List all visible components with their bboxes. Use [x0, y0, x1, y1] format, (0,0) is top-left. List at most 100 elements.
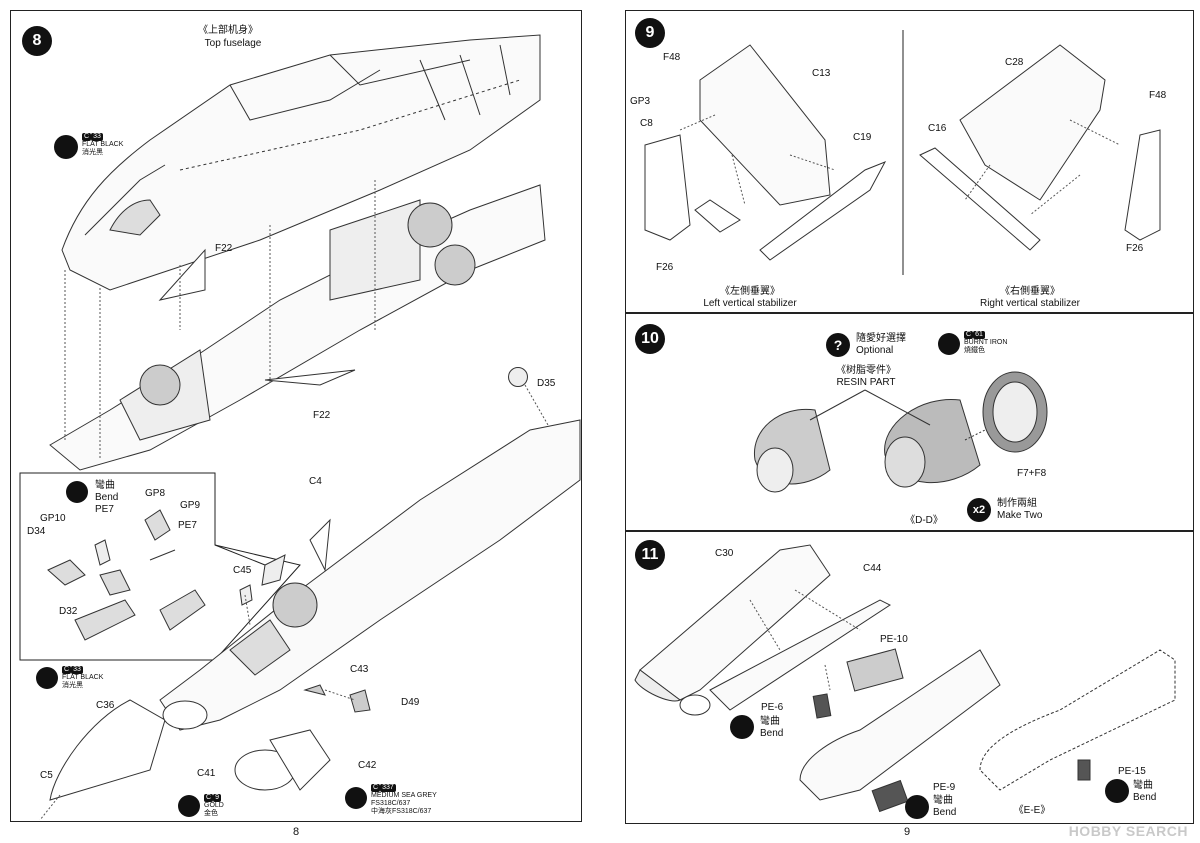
part-gp3: GP3: [630, 96, 651, 107]
step11-frame: [625, 530, 1194, 824]
steps-9-11-illustration: [634, 30, 1176, 813]
part-gp8: GP8: [145, 488, 166, 499]
part-c5: C5: [40, 770, 53, 781]
paint-num: 61: [973, 331, 985, 340]
part-f26-a: F26: [656, 262, 674, 273]
bend-label-cn: 彎曲: [933, 795, 953, 806]
bend-label-en: Bend: [933, 807, 957, 818]
part-c42: C42: [358, 760, 377, 771]
section-dd-label: 《D-D》: [905, 515, 943, 526]
top-fuselage-label-cn: 《上部机身》: [198, 25, 258, 36]
part-gp9: GP9: [180, 500, 201, 511]
part-c16: C16: [928, 123, 947, 134]
part-c8: C8: [640, 118, 653, 129]
part-gp10: GP10: [40, 513, 66, 524]
part-f26-b: F26: [1126, 243, 1144, 254]
part-d35: D35: [537, 378, 556, 389]
part-c43: C43: [350, 664, 369, 675]
part-f48-b: F48: [1149, 90, 1167, 101]
bend-label-cn: 彎曲: [95, 480, 115, 491]
step-number-11: 11: [635, 540, 665, 570]
paint-num: 337: [380, 784, 396, 793]
paint-code: C: [82, 133, 92, 142]
part-c44: C44: [863, 563, 882, 574]
right-stabilizer-label-cn: 《右側垂翼》: [1000, 286, 1060, 297]
resin-part-label-en: RESIN PART: [836, 377, 896, 388]
paint-num: 9: [213, 794, 221, 803]
paint-name: BURNT IRON: [964, 339, 1008, 347]
part-pe9: PE-9: [933, 782, 956, 793]
part-c36: C36: [96, 700, 115, 711]
paint-num: 33: [71, 666, 83, 675]
paint-brush-icon: [938, 333, 960, 355]
part-c4: C4: [309, 476, 322, 487]
paint-fs-code: FS318C/637: [371, 800, 411, 808]
paint-brush-icon: [345, 787, 367, 809]
optional-label-cn: 隨愛好選擇: [856, 333, 906, 344]
page-number-right: 9: [904, 826, 911, 838]
optional-label-en: Optional: [856, 345, 894, 356]
paint-code: C: [62, 666, 72, 675]
part-f22-b: F22: [313, 410, 331, 421]
paint-name: GOLD: [204, 802, 224, 810]
step-number-9: 9: [635, 18, 665, 48]
step8-frame: [10, 10, 582, 822]
paint-brush-icon: [54, 135, 78, 159]
paint-name-cn: 消光黑: [82, 149, 103, 157]
right-page: 9 F48 GP3 C8 C13 C19 F26 C28 F48 C16 F26…: [600, 0, 1200, 843]
part-c19: C19: [853, 132, 872, 143]
right-stabilizer-label-en: Right vertical stabilizer: [979, 298, 1081, 309]
make-two-icon: x2: [967, 498, 991, 522]
bend-label-cn: 彎曲: [760, 716, 780, 727]
part-d49: D49: [401, 697, 420, 708]
paint-name: FLAT BLACK: [82, 141, 124, 149]
paint-name: MEDIUM SEA GREY: [371, 792, 437, 800]
bend-icon: [730, 715, 754, 739]
question-mark-icon: ?: [826, 333, 850, 357]
watermark: HOBBY SEARCH: [1068, 823, 1188, 839]
left-stabilizer-label-en: Left vertical stabilizer: [703, 298, 797, 309]
part-pe7-b: PE7: [178, 520, 197, 531]
paint-num: 33: [91, 133, 103, 142]
step9-frame: [625, 10, 1194, 314]
paint-code: C: [371, 784, 381, 793]
section-ee-label: 《E-E》: [1013, 805, 1051, 816]
paint-name-cn: 金色: [204, 810, 218, 818]
step-number-8: 8: [22, 26, 52, 56]
paint-name-cn: 消光黑: [62, 682, 83, 690]
resin-part-label-cn: 《树脂零件》: [836, 365, 896, 376]
bend-icon: [1105, 779, 1129, 803]
step-number-10: 10: [635, 324, 665, 354]
make-two-label-en: Make Two: [997, 510, 1043, 521]
bend-icon: [66, 481, 88, 503]
part-pe6: PE-6: [761, 702, 784, 713]
paint-brush-icon: [36, 667, 58, 689]
part-d34: D34: [27, 526, 46, 537]
part-c30: C30: [715, 548, 734, 559]
bend-label-en: Bend: [95, 492, 119, 503]
part-d32: D32: [59, 606, 78, 617]
page-number-left: 8: [293, 826, 300, 838]
left-stabilizer-label-cn: 《左側垂翼》: [720, 286, 780, 297]
step10-frame: [625, 312, 1194, 532]
part-f7-f8: F7+F8: [1017, 468, 1047, 479]
step8-illustration: [19, 34, 581, 821]
part-f48-a: F48: [663, 52, 681, 63]
paint-code: C: [204, 794, 214, 803]
part-pe10: PE-10: [880, 634, 908, 645]
part-f22-a: F22: [215, 243, 233, 254]
part-pe15: PE-15: [1118, 766, 1146, 777]
bend-label-en: Bend: [760, 728, 784, 739]
top-fuselage-label-en: Top fuselage: [204, 38, 262, 49]
part-c13: C13: [812, 68, 831, 79]
paint-brush-icon: [178, 795, 200, 817]
paint-name: FLAT BLACK: [62, 674, 104, 682]
paint-name-cn: 燒鐵色: [964, 347, 985, 355]
paint-code: C: [964, 331, 974, 340]
